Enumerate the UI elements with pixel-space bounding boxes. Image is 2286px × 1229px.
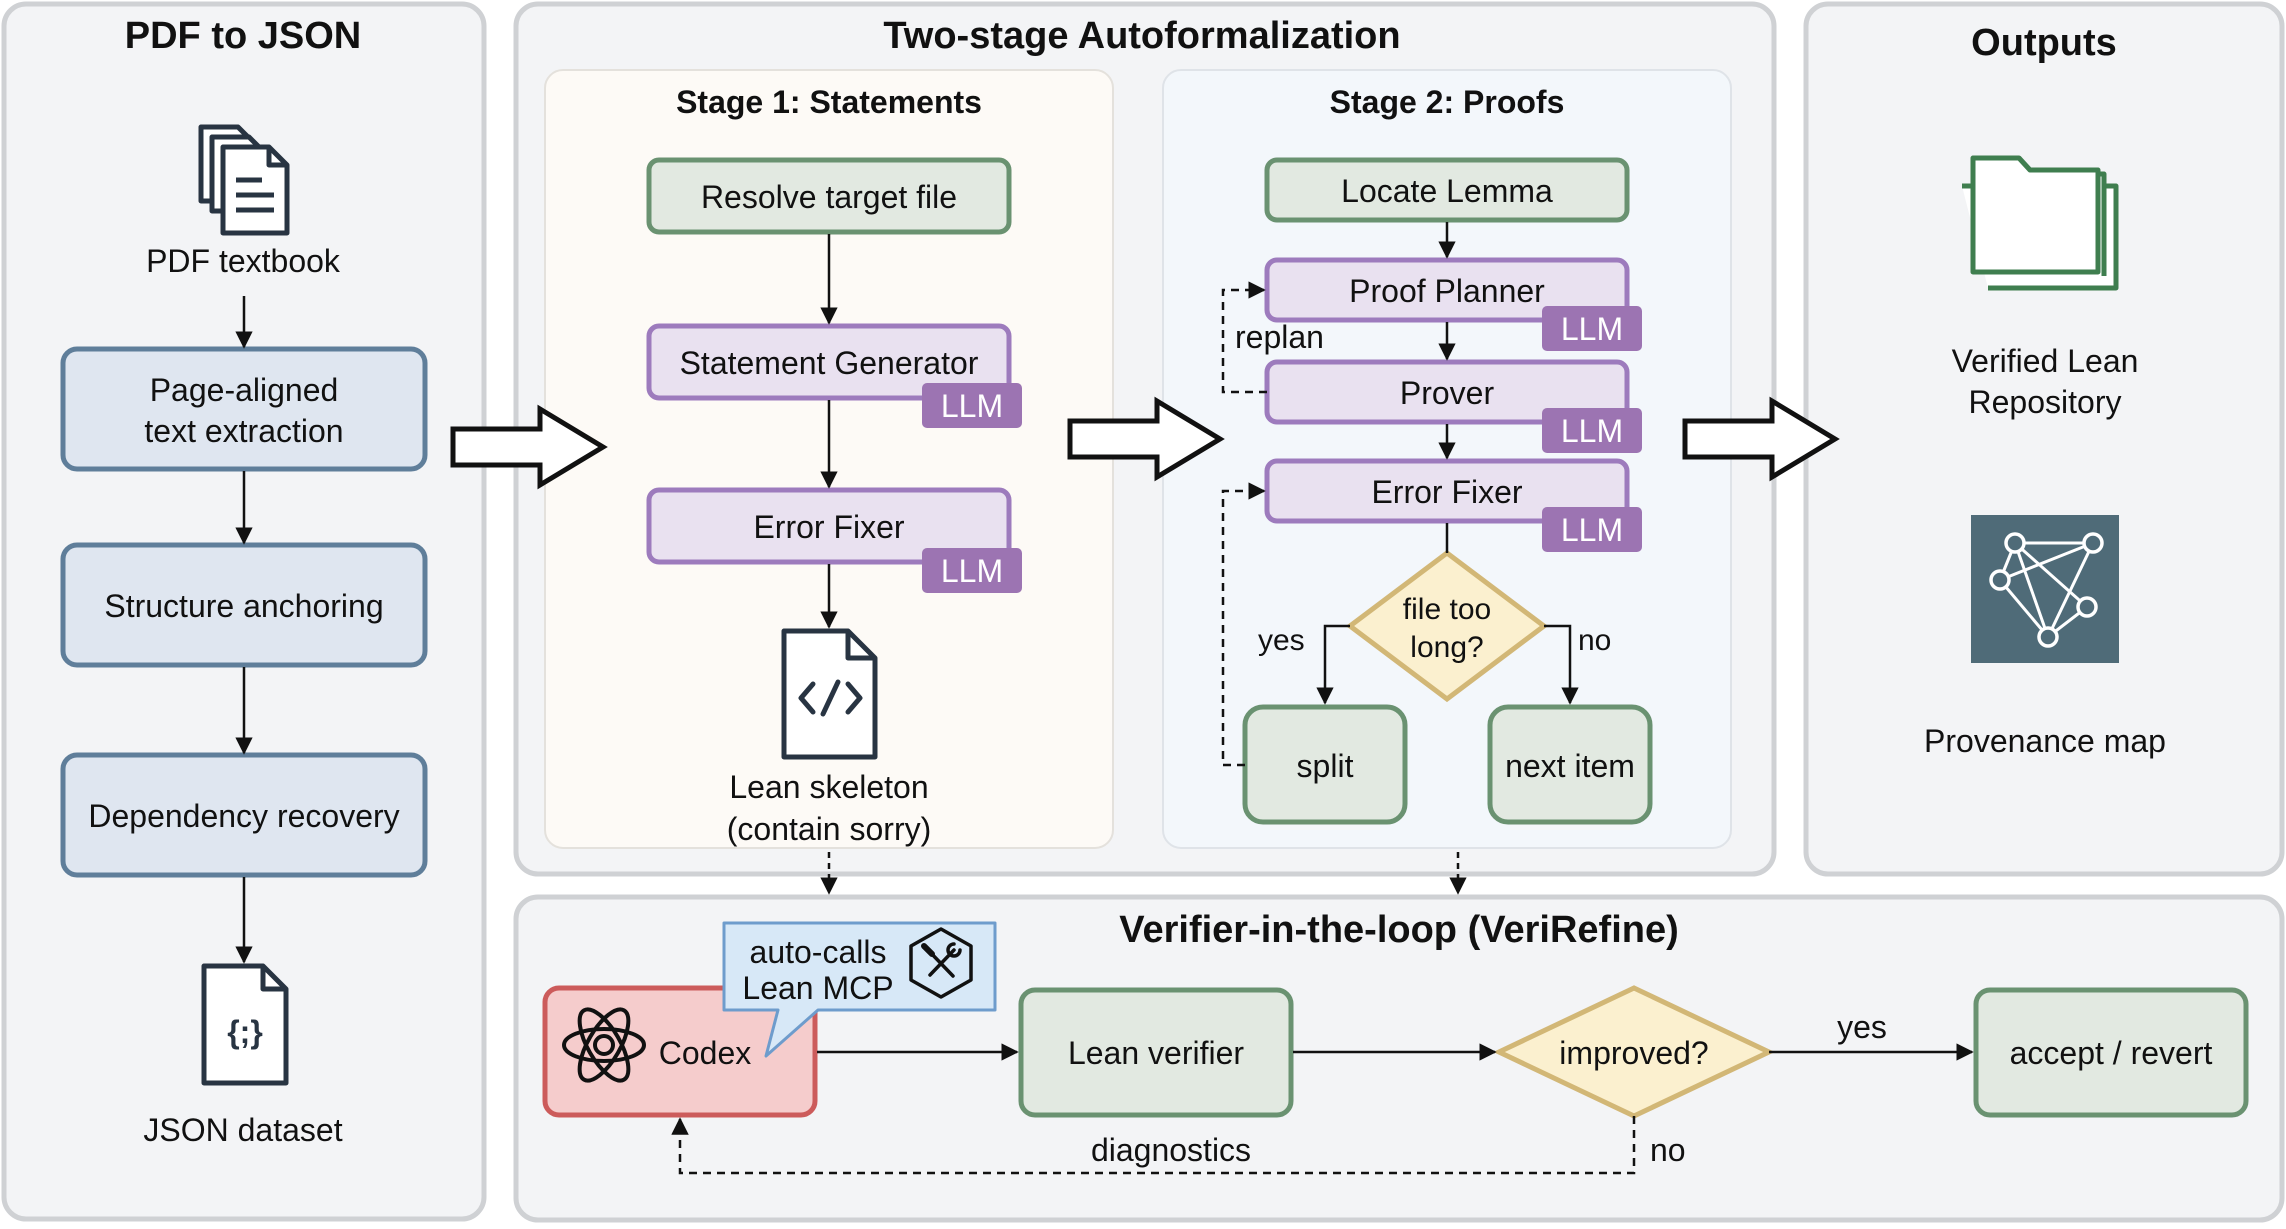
proof-planner-llm-badge (1542, 306, 1642, 351)
dependency-recovery-box (60, 752, 428, 878)
provenance-map-label: Provenance map (1924, 723, 2166, 759)
big-arrow-to-autoformalization (450, 404, 608, 490)
page-aligned-label-line2: text extraction (144, 413, 343, 449)
prover-llm-text: LLM (1561, 413, 1623, 449)
accept-revert-label: accept / revert (2010, 1035, 2213, 1071)
tools-hexagon-icon (909, 927, 973, 999)
verifier-yes-label: yes (1837, 1009, 1887, 1045)
file-too-long-decision (1345, 549, 1549, 703)
page-aligned-label-line1: Page-aligned (150, 372, 339, 408)
codex-label: Codex (659, 1035, 752, 1071)
dependency-recovery-label: Dependency recovery (88, 798, 399, 834)
resolve-target-file-box (646, 157, 1012, 235)
file-too-long-line2: long? (1410, 631, 1483, 664)
stage2-error-fixer-label: Error Fixer (1371, 474, 1522, 510)
verifier-panel-title: Verifier-in-the-loop (VeriRefine) (1119, 909, 1679, 951)
split-label: split (1297, 748, 1354, 784)
verified-repository-line2: Repository (1969, 384, 2122, 420)
diagnostics-label: diagnostics (1091, 1132, 1251, 1168)
openai-logo-icon (562, 1007, 646, 1083)
stage1-error-fixer-llm-text: LLM (941, 553, 1003, 589)
decision-yes-label: yes (1258, 624, 1305, 657)
page-aligned-extraction-box (60, 346, 428, 472)
svg-text:{;}: {;} (227, 1014, 263, 1050)
verified-repository-folder-icon (1962, 155, 2119, 291)
diagnostics-feedback-loop (671, 1116, 1636, 1175)
lean-code-file-icon (781, 628, 878, 760)
stage1-error-fixer-label: Error Fixer (753, 509, 904, 545)
next-item-box (1487, 704, 1653, 825)
lean-mcp-callout (722, 921, 997, 1058)
locate-lemma-box (1264, 157, 1630, 223)
accept-revert-box (1973, 987, 2249, 1118)
provenance-map-icon (1971, 515, 2119, 663)
lean-skeleton-label-line2: (contain sorry) (727, 811, 932, 847)
pdf-panel-title: PDF to JSON (125, 15, 361, 57)
stage1-error-fixer-llm-badge (922, 548, 1022, 593)
stage1-title: Stage 1: Statements (676, 84, 982, 120)
structure-anchoring-label: Structure anchoring (104, 588, 383, 624)
statement-generator-llm-text: LLM (941, 388, 1003, 424)
auto-panel-title: Two-stage Autoformalization (883, 15, 1400, 57)
outputs-panel-title: Outputs (1971, 22, 2117, 64)
statement-generator-label: Statement Generator (680, 345, 979, 381)
json-file-icon: {;} (201, 963, 289, 1086)
prover-llm-badge (1542, 408, 1642, 453)
locate-lemma-label: Locate Lemma (1341, 173, 1553, 209)
codex-box (542, 985, 818, 1118)
stage2-error-fixer-llm-text: LLM (1561, 512, 1623, 548)
structure-anchoring-box (60, 542, 428, 668)
callout-line2: Lean MCP (742, 970, 893, 1006)
next-item-label: next item (1505, 748, 1635, 784)
pdf-document-icon (198, 124, 290, 236)
proof-planner-label: Proof Planner (1349, 273, 1545, 309)
verified-repository-line1: Verified Lean (1952, 343, 2139, 379)
json-dataset-label: JSON dataset (143, 1112, 342, 1148)
verifier-no-label: no (1650, 1132, 1686, 1168)
stage2-error-fixer-llm-badge (1542, 507, 1642, 552)
stage2-title: Stage 2: Proofs (1330, 84, 1565, 120)
proof-planner-llm-text: LLM (1561, 311, 1623, 347)
file-too-long-line1: file too (1403, 593, 1491, 626)
stage-to-verifier-dashed-arrows (820, 852, 1467, 895)
callout-line1: auto-calls (750, 934, 887, 970)
stage2-dashed-loops (1221, 281, 1267, 767)
decision-no-label: no (1578, 624, 1611, 657)
stage2-arrows (1316, 222, 1579, 705)
replan-label: replan (1235, 319, 1324, 355)
lean-skeleton-label-line1: Lean skeleton (729, 769, 928, 805)
big-arrow-to-outputs (1682, 396, 1840, 482)
pdf-textbook-label: PDF textbook (146, 243, 341, 279)
proof-planner-box (1264, 257, 1630, 323)
big-arrow-stage1-to-stage2 (1067, 396, 1225, 482)
stage2-error-fixer-box (1264, 458, 1630, 524)
statement-generator-llm-badge (922, 383, 1022, 428)
improved-label: improved? (1559, 1035, 1708, 1071)
lean-verifier-box (1018, 987, 1294, 1118)
stage1-error-fixer-box (646, 487, 1012, 565)
statement-generator-box (646, 323, 1012, 401)
resolve-target-file-label: Resolve target file (701, 179, 957, 215)
lean-verifier-label: Lean verifier (1068, 1035, 1244, 1071)
prover-label: Prover (1400, 375, 1495, 411)
